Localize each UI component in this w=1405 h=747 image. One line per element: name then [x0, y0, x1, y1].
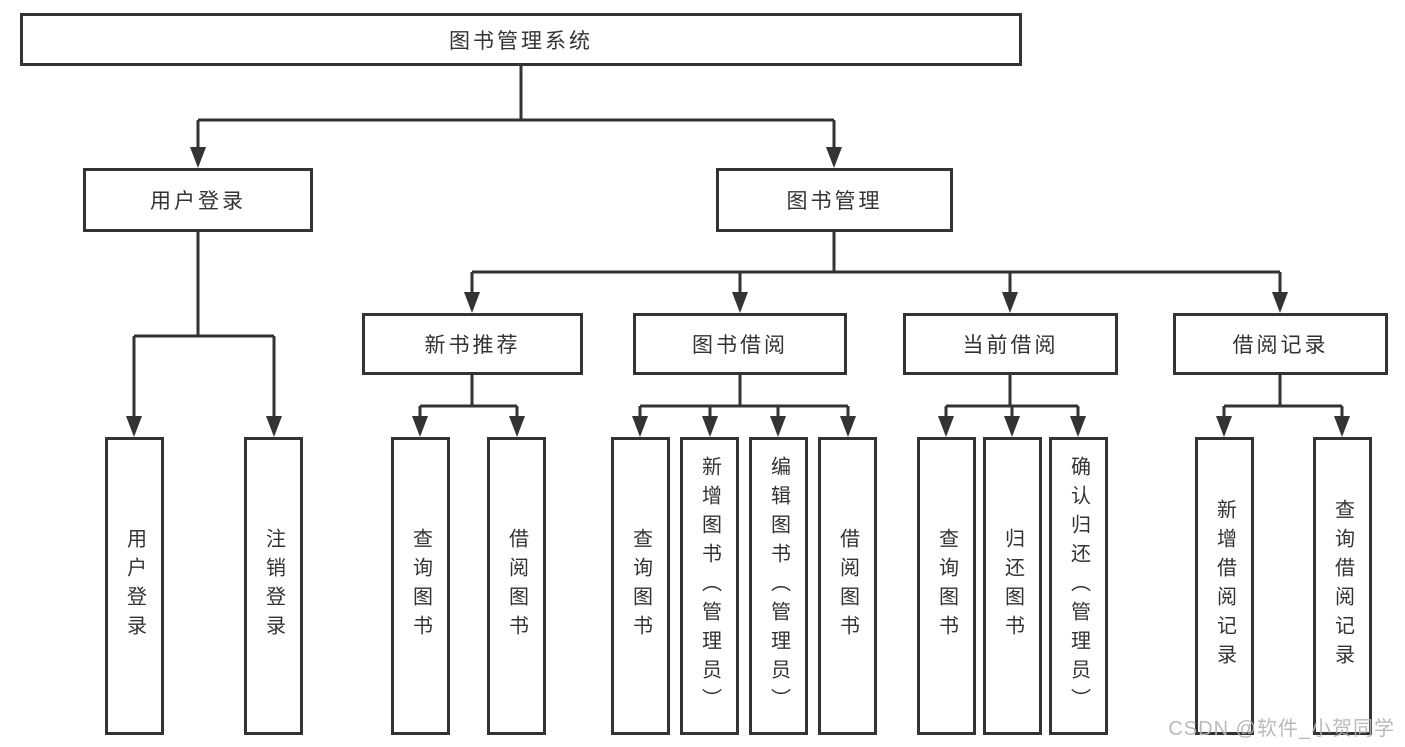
node-user-login: 用户登录	[83, 168, 313, 232]
leaf-borrow-add-books-admin: 新增图书（管理员）	[680, 437, 739, 735]
leaf-newbook-query-books: 查询图书	[391, 437, 450, 735]
node-label: 借阅图书	[836, 528, 859, 644]
connector-root-to-level2	[196, 66, 836, 150]
arrow-down-icon	[1216, 416, 1232, 437]
node-label: 借阅图书	[505, 528, 528, 644]
node-label: 图书管理	[786, 190, 883, 213]
leaf-user-login: 用户登录	[105, 437, 164, 735]
arrow-down-icon	[266, 416, 282, 437]
arrow-down-icon	[732, 292, 748, 313]
node-label: 归还图书	[1001, 528, 1024, 644]
leaf-borrow-query-books: 查询图书	[611, 437, 670, 735]
arrow-down-icon	[509, 416, 525, 437]
node-label: 查询图书	[935, 528, 958, 644]
node-label: 编辑图书（管理员）	[767, 455, 790, 717]
arrow-down-icon	[1070, 416, 1086, 437]
node-label: 确认归还（管理员）	[1067, 455, 1090, 717]
node-label: 图书管理系统	[449, 29, 593, 53]
arrow-down-icon	[1004, 416, 1020, 437]
node-label: 注销登录	[262, 528, 285, 644]
node-label: 图书借阅	[692, 334, 788, 357]
leaf-borrow-edit-books-admin: 编辑图书（管理员）	[749, 437, 808, 735]
node-borrow-record: 借阅记录	[1173, 313, 1388, 375]
node-library-system: 图书管理系统	[20, 13, 1022, 66]
leaf-current-return-books: 归还图书	[983, 437, 1042, 735]
leaf-newbook-borrow-books: 借阅图书	[487, 437, 546, 735]
arrow-down-icon	[938, 416, 954, 437]
connector-bookborrow-to-leaves	[638, 375, 850, 419]
node-label: 查询图书	[409, 528, 432, 644]
node-label: 当前借阅	[962, 334, 1059, 357]
node-label: 新增借阅记录	[1213, 499, 1236, 673]
node-book-borrow: 图书借阅	[633, 313, 847, 375]
arrow-down-icon	[190, 147, 206, 168]
leaf-borrow-borrow-books: 借阅图书	[818, 437, 877, 735]
node-label: 新书推荐	[424, 334, 521, 357]
node-book-management: 图书管理	[716, 168, 953, 232]
node-new-book-recommend: 新书推荐	[362, 313, 583, 375]
arrow-down-icon	[632, 416, 648, 437]
leaf-current-confirm-return-admin: 确认归还（管理员）	[1049, 437, 1108, 735]
arrow-down-icon	[1272, 292, 1288, 313]
leaf-record-add-borrow-record: 新增借阅记录	[1195, 437, 1254, 735]
leaf-record-query-borrow-record: 查询借阅记录	[1313, 437, 1372, 735]
node-label: 借阅记录	[1232, 334, 1329, 357]
arrow-down-icon	[1002, 292, 1018, 313]
node-label: 查询借阅记录	[1331, 499, 1354, 673]
arrowhead-group	[126, 147, 1350, 437]
node-label: 用户登录	[123, 528, 146, 644]
arrow-down-icon	[702, 416, 718, 437]
connector-currentborrow-to-leaves	[944, 375, 1080, 419]
arrow-down-icon	[464, 292, 480, 313]
arrow-down-icon	[126, 416, 142, 437]
leaf-current-query-books: 查询图书	[917, 437, 976, 735]
csdn-watermark: CSDN @软件_小贺同学	[1168, 718, 1395, 740]
connector-borrowrecord-to-leaves	[1222, 375, 1344, 419]
node-label: 查询图书	[629, 528, 652, 644]
arrow-down-icon	[770, 416, 786, 437]
connector-bookmgmt-to-level3	[470, 232, 1282, 295]
node-current-borrow: 当前借阅	[903, 313, 1118, 375]
arrow-down-icon	[840, 416, 856, 437]
leaf-logout: 注销登录	[244, 437, 303, 735]
connector-newbook-to-leaves	[418, 375, 519, 419]
arrow-down-icon	[412, 416, 428, 437]
node-label: 用户登录	[150, 190, 246, 213]
arrow-down-icon	[1334, 416, 1350, 437]
connector-userlogin-to-leaves	[132, 232, 276, 419]
arrow-down-icon	[826, 147, 842, 168]
node-label: 新增图书（管理员）	[698, 455, 721, 717]
